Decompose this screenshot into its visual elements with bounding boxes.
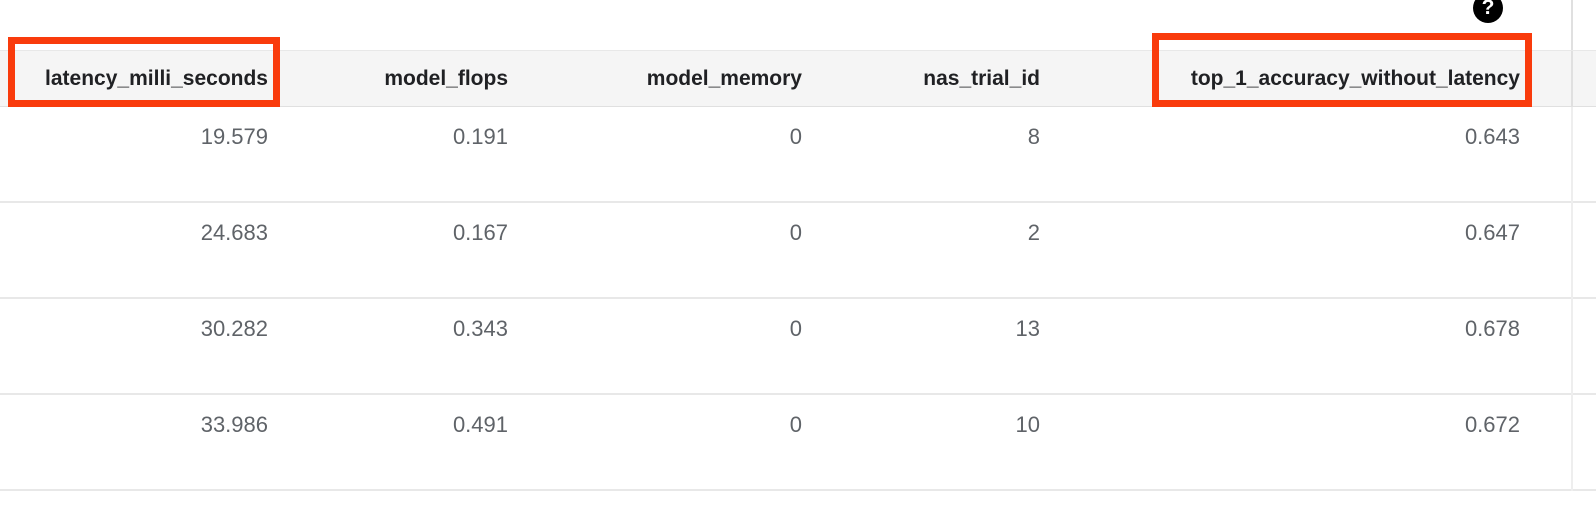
column-header-latency-milli-seconds[interactable]: latency_milli_seconds	[45, 67, 268, 90]
column-header-top-1-accuracy-without-latency[interactable]: top_1_accuracy_without_latency	[1190, 67, 1520, 90]
cell-model-memory: 0	[789, 412, 802, 437]
cell-top-1-accuracy-without-latency: 0.643	[1464, 124, 1520, 149]
cell-model-flops: 0.167	[452, 220, 508, 245]
row-divider-right	[1571, 107, 1573, 203]
cell-nas-trial-id: 13	[1015, 316, 1040, 341]
table-row[interactable]: 19.579 0.191 0 8 0.643	[0, 107, 1596, 203]
table-row[interactable]: 30.282 0.343 0 13 0.678	[0, 299, 1596, 395]
top-strip: ?	[0, 0, 1596, 50]
cell-top-1-accuracy-without-latency: 0.672	[1464, 412, 1520, 437]
column-header-model-flops[interactable]: model_flops	[384, 67, 508, 90]
right-column-divider-top	[1571, 0, 1573, 50]
column-divider-right	[1571, 51, 1573, 108]
cell-latency-milli-seconds: 19.579	[200, 124, 268, 149]
cell-model-flops: 0.191	[452, 124, 508, 149]
row-divider-right	[1571, 203, 1573, 299]
row-divider-right	[1571, 299, 1573, 395]
cell-nas-trial-id: 2	[1027, 220, 1040, 245]
row-divider-right	[1571, 395, 1573, 491]
column-header-model-memory[interactable]: model_memory	[646, 67, 802, 90]
table-header-row: latency_milli_seconds model_flops model_me…	[0, 50, 1596, 108]
cell-model-memory: 0	[789, 124, 802, 149]
cell-model-memory: 0	[789, 316, 802, 341]
cell-nas-trial-id: 8	[1027, 124, 1040, 149]
cell-latency-milli-seconds: 33.986	[200, 412, 268, 437]
cell-nas-trial-id: 10	[1015, 412, 1040, 437]
cell-model-memory: 0	[789, 220, 802, 245]
cell-model-flops: 0.343	[452, 316, 508, 341]
cell-model-flops: 0.491	[452, 412, 508, 437]
table-row[interactable]: 33.986 0.491 0 10 0.672	[0, 395, 1596, 491]
column-header-nas-trial-id[interactable]: nas_trial_id	[923, 67, 1040, 90]
table-row[interactable]: 24.683 0.167 0 2 0.647	[0, 203, 1596, 299]
cell-latency-milli-seconds: 30.282	[200, 316, 268, 341]
cell-top-1-accuracy-without-latency: 0.678	[1464, 316, 1520, 341]
cell-latency-milli-seconds: 24.683	[200, 220, 268, 245]
help-question-icon[interactable]: ?	[1473, 0, 1503, 23]
cell-top-1-accuracy-without-latency: 0.647	[1464, 220, 1520, 245]
